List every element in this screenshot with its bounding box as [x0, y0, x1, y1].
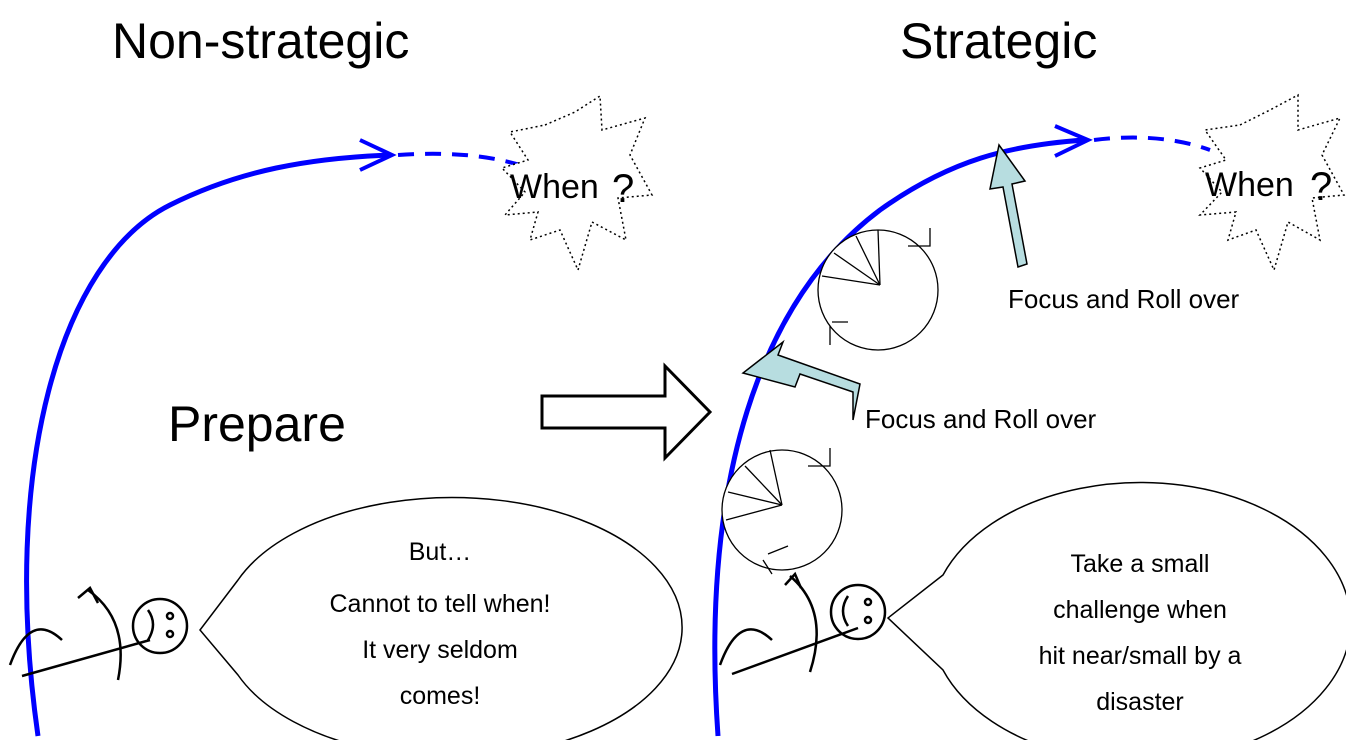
- upper-wheel-mark-top: [908, 228, 931, 247]
- left-starburst-shape: [500, 94, 654, 273]
- right-figure-arm: [789, 575, 818, 673]
- left-bubble-line-1: But…: [409, 538, 472, 566]
- right-trajectory-dashed: [1093, 135, 1211, 152]
- left-figure-eye-top: [165, 611, 175, 621]
- lower-wheel-mark-bottom: [762, 545, 789, 575]
- right-starburst-shape: [1198, 93, 1346, 273]
- right-figure-body: [731, 626, 859, 676]
- left-question-mark: ?: [612, 167, 634, 211]
- right-when-label: When: [1205, 166, 1294, 204]
- right-figure-eye-bottom: [863, 615, 873, 625]
- focus-label-upper: Focus and Roll over: [1008, 284, 1240, 314]
- right-speech-bubble: [886, 481, 1346, 740]
- left-title: Non-strategic: [112, 13, 409, 69]
- right-bubble-line-2: challenge when: [1053, 596, 1227, 624]
- upper-wheel-circle: [817, 229, 939, 351]
- right-figure-mouth: [841, 595, 850, 627]
- focus-arrow-lower: [741, 339, 861, 421]
- right-figure-leg: [718, 628, 773, 666]
- lower-rolling-wheel: [721, 448, 843, 575]
- left-figure-leg: [8, 628, 63, 666]
- right-figure-head: [829, 583, 887, 641]
- focus-label-lower: Focus and Roll over: [865, 404, 1097, 434]
- left-panel: Non-strategic When ? Prepare But… Cannot…: [8, 13, 713, 740]
- right-question-mark: ?: [1310, 165, 1332, 209]
- right-bubble-line-4: disaster: [1096, 688, 1184, 716]
- right-stick-figure: [718, 571, 887, 676]
- left-when-label: When: [510, 168, 599, 206]
- left-stick-figure: [8, 586, 189, 681]
- right-bubble-line-1: Take a small: [1071, 550, 1210, 578]
- right-figure-arm-arrowhead: [784, 571, 803, 589]
- left-figure-arm-arrowhead: [77, 586, 100, 604]
- right-trajectory-arrowhead: [1054, 124, 1093, 158]
- left-figure-mouth: [146, 609, 155, 641]
- lower-wheel-mark-top: [808, 448, 831, 467]
- left-figure-arm: [87, 588, 122, 681]
- right-panel: Strategic When ?: [712, 13, 1346, 740]
- left-speech-bubble: [199, 496, 683, 740]
- left-bubble-line-2: Cannot to tell when!: [330, 590, 551, 618]
- left-trajectory-curve: [24, 152, 391, 737]
- left-figure-body: [21, 638, 151, 678]
- left-figure-head: [131, 597, 189, 655]
- left-trajectory-arrowhead: [359, 138, 397, 172]
- lower-wheel-spoke-2: [744, 465, 783, 506]
- left-prepare-label: Prepare: [168, 396, 346, 452]
- left-bubble-line-3: It very seldom: [362, 636, 518, 664]
- left-bubble-line-4: comes!: [400, 682, 481, 710]
- left-figure-eye-bottom: [165, 629, 175, 639]
- focus-arrow-upper: [989, 143, 1028, 268]
- upper-wheel-spoke-3: [833, 252, 881, 286]
- right-figure-eye-top: [863, 597, 873, 607]
- right-bubble-line-3: hit near/small by a: [1039, 642, 1242, 670]
- lower-wheel-spoke-3: [727, 491, 783, 506]
- transition-arrow: [540, 362, 713, 462]
- upper-wheel-spoke-2: [855, 235, 881, 286]
- upper-wheel-spoke-1: [877, 229, 881, 286]
- lower-wheel-spoke-1: [769, 449, 783, 506]
- lower-wheel-circle: [721, 449, 843, 571]
- right-title: Strategic: [900, 13, 1097, 69]
- upper-wheel-spoke-4: [821, 275, 881, 286]
- upper-rolling-wheel: [817, 228, 939, 351]
- upper-wheel-mark-bottom: [829, 321, 848, 345]
- left-trajectory-dashed: [397, 151, 521, 167]
- lower-wheel-spoke-4: [725, 504, 783, 521]
